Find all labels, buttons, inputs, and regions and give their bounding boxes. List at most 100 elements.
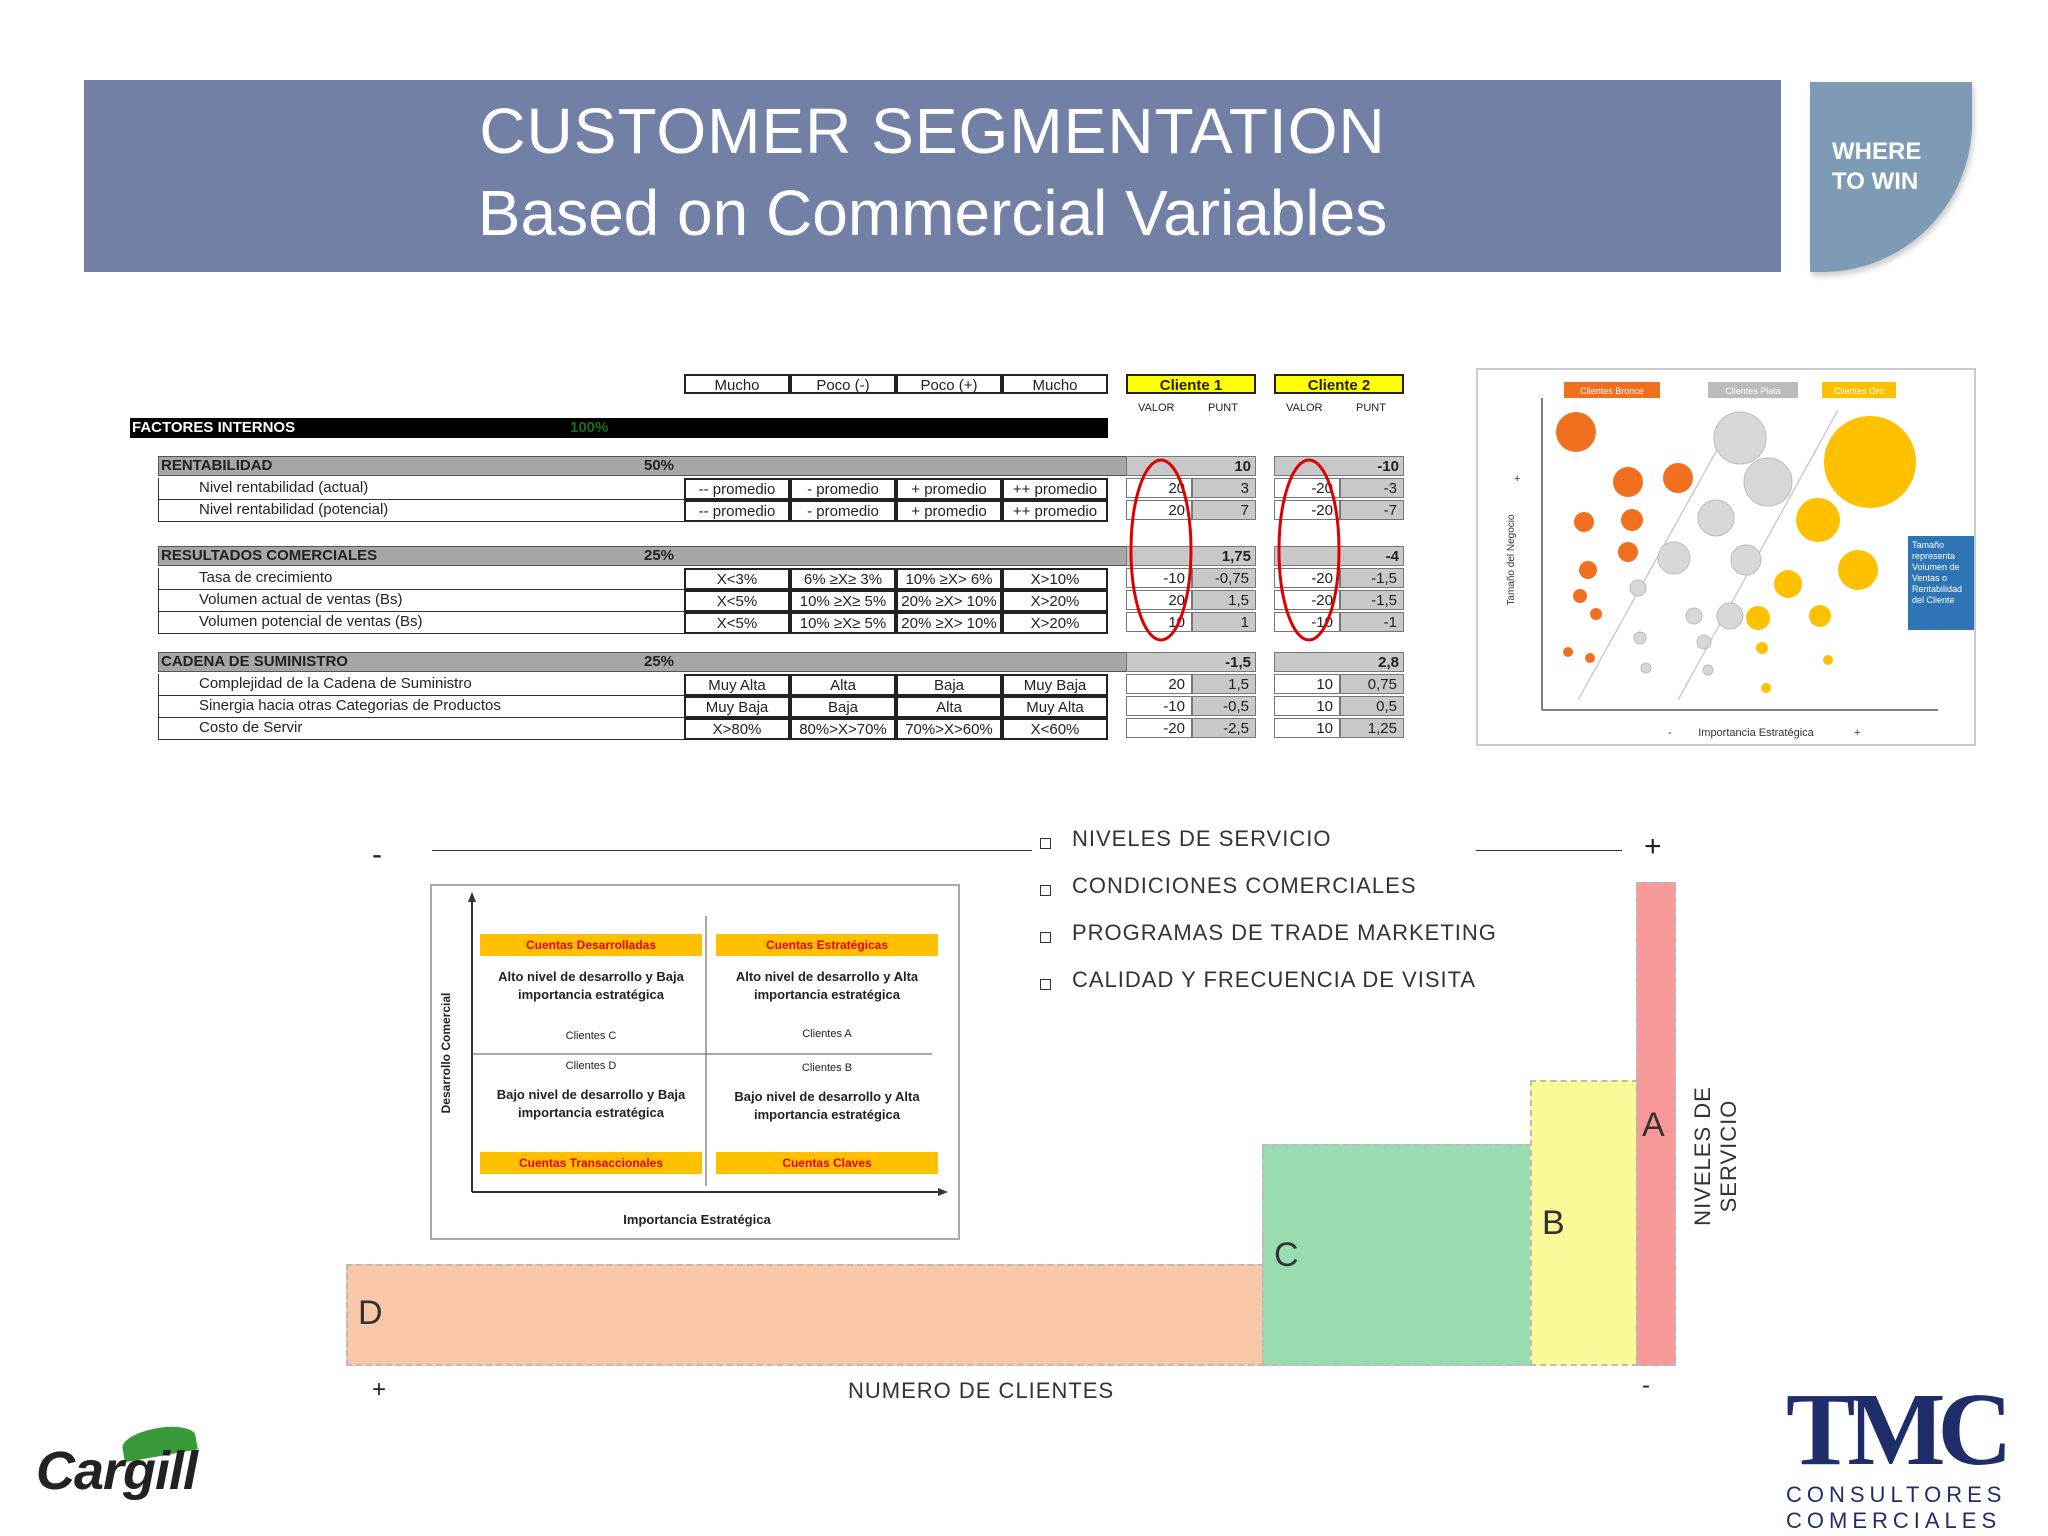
- section-weight: 50%: [644, 457, 675, 474]
- service-scale-line-left: [432, 850, 1032, 851]
- section-c1-total: -1,5: [1126, 652, 1256, 672]
- segmentation-matrix: Mucho Poco (-) Poco (+) Mucho Cliente 1 …: [128, 370, 1418, 750]
- section-weight: 25%: [644, 547, 675, 564]
- quadrant-title-transaccionales: Cuentas Transaccionales: [480, 1152, 702, 1174]
- section-c2-total: -10: [1274, 456, 1404, 476]
- quadrant-text-estrategicas: Alto nivel de desarrollo y Alta importan…: [735, 969, 919, 1002]
- client2-punt-header: PUNT: [1356, 402, 1386, 414]
- service-item-visita: CALIDAD Y FRECUENCIA DE VISITA: [1072, 967, 1477, 992]
- criterion-scale-cell: Muy Alta: [1002, 696, 1108, 718]
- section-header: RENTABILIDAD: [158, 456, 1158, 476]
- client1-punt-header: PUNT: [1208, 402, 1238, 414]
- criterion-scale-cell: 10% ≥X> 6%: [896, 568, 1002, 590]
- section-c1-total: 1,75: [1126, 546, 1256, 566]
- bubble-bronze: [1613, 467, 1643, 497]
- criterion-scale-cell: Baja: [790, 696, 896, 718]
- quadrant-client-a: Clientes A: [802, 1028, 852, 1040]
- criterion-label: Costo de Servir: [158, 718, 694, 740]
- criterion-scale-cell: 10% ≥X≥ 5%: [790, 612, 896, 634]
- c2-punt: 1,25: [1340, 718, 1404, 738]
- bubble-silver: [1629, 579, 1647, 597]
- criterion-label: Nivel rentabilidad (potencial): [158, 500, 694, 522]
- section-c2-total: 2,8: [1274, 652, 1404, 672]
- bubble-bronze: [1563, 647, 1573, 657]
- criterion-scale-cell: Alta: [790, 674, 896, 696]
- bubble-bronze: [1556, 412, 1596, 452]
- quadrant-text-desarrolladas: Alto nivel de desarrollo y Baja importan…: [498, 969, 684, 1002]
- service-scale-minus: -: [372, 838, 382, 871]
- section-c1-total: 10: [1126, 456, 1256, 476]
- c1-punt: -0,75: [1192, 568, 1256, 588]
- bubble-silver: [1640, 662, 1652, 674]
- legend-bronze: Clientes Bronce: [1580, 386, 1644, 396]
- c1-valor: 20: [1126, 674, 1192, 694]
- quadrant-diagram: Desarrollo Comercial Importancia Estraté…: [430, 884, 960, 1240]
- bubble-silver: [1713, 411, 1767, 465]
- service-item-niveles: NIVELES DE SERVICIO: [1072, 826, 1332, 851]
- c2-punt: -1,5: [1340, 568, 1404, 588]
- criterion-label: Tasa de crecimiento: [158, 568, 694, 590]
- c1-valor: -20: [1126, 718, 1192, 738]
- criterion-label: Sinergia hacia otras Categorias de Produ…: [158, 696, 694, 718]
- c1-punt: 1,5: [1192, 590, 1256, 610]
- bubble-bronze: [1621, 509, 1643, 531]
- tmc-logo-text: TMC: [1786, 1372, 2013, 1487]
- section-header: RESULTADOS COMERCIALES: [158, 546, 1158, 566]
- cargill-logo: Cargill: [36, 1421, 198, 1502]
- criterion-scale-cell: 70%>X>60%: [896, 718, 1002, 740]
- step-c-label: C: [1274, 1236, 1299, 1274]
- section-weight: 25%: [644, 653, 675, 670]
- quadrant-client-d: Clientes D: [565, 1060, 617, 1072]
- bubble-bronze: [1618, 542, 1638, 562]
- client1-valor-header: VALOR: [1138, 402, 1175, 414]
- bubble-gold: [1824, 416, 1916, 508]
- criterion-scale-cell: ++ promedio: [1002, 478, 1108, 500]
- c1-valor: 10: [1126, 612, 1192, 632]
- internal-factors-label: FACTORES INTERNOS: [132, 419, 296, 436]
- c1-valor: -10: [1126, 568, 1192, 588]
- bubbles: [1556, 411, 1916, 693]
- criterion-scale-cell: X<5%: [684, 590, 790, 612]
- tmc-logo: TMC CONSULTORES COMERCIALES: [1786, 1378, 2016, 1534]
- bubble-silver: [1730, 544, 1762, 576]
- criterion-scale-cell: Alta: [896, 696, 1002, 718]
- internal-factors-weight: 100%: [570, 419, 609, 436]
- c2-valor: -10: [1274, 612, 1340, 632]
- scale-header: Poco (-): [790, 374, 896, 394]
- c2-punt: -3: [1340, 478, 1404, 498]
- c2-punt: -1,5: [1340, 590, 1404, 610]
- c2-valor: 10: [1274, 696, 1340, 716]
- service-scale-plus: +: [1644, 830, 1662, 863]
- bubble-silver: [1696, 634, 1712, 650]
- c2-punt: 0,5: [1340, 696, 1404, 716]
- legend-bronze-swatch: [1564, 382, 1660, 398]
- c2-valor: -20: [1274, 568, 1340, 588]
- bubble-bronze: [1573, 589, 1587, 603]
- bubble-gold: [1809, 605, 1831, 627]
- client2-header: Cliente 2: [1274, 374, 1404, 394]
- criterion-scale-cell: + promedio: [896, 478, 1002, 500]
- bullet-icon: [1040, 885, 1051, 896]
- bubble-chart-svg: Clientes Bronce Clientes Plata Clientes …: [1506, 382, 1990, 739]
- tmc-line1: CONSULTORES: [1786, 1482, 2007, 1507]
- c1-punt: 1: [1192, 612, 1256, 632]
- bubble-silver: [1633, 631, 1647, 645]
- criterion-scale-cell: 20% ≥X> 10%: [896, 590, 1002, 612]
- bubble-silver: [1657, 541, 1691, 575]
- section-c2-total: -4: [1274, 546, 1404, 566]
- quadrant-text-transaccionales: Bajo nivel de desarrollo y Baja importan…: [496, 1087, 686, 1120]
- quadrant-title-claves: Cuentas Claves: [716, 1152, 938, 1174]
- bubble-bronze: [1579, 561, 1597, 579]
- bubble-bronze: [1574, 512, 1594, 532]
- c1-valor: 20: [1126, 478, 1192, 498]
- c1-valor: -10: [1126, 696, 1192, 716]
- c2-valor: 10: [1274, 718, 1340, 738]
- c2-punt: 0,75: [1340, 674, 1404, 694]
- step-a-label: A: [1642, 1106, 1665, 1144]
- criterion-label: Volumen potencial de ventas (Bs): [158, 612, 694, 634]
- quadrant-x-label: Importancia Estratégica: [623, 1212, 771, 1227]
- criterion-scale-cell: X<60%: [1002, 718, 1108, 740]
- criterion-scale-cell: + promedio: [896, 500, 1002, 522]
- bubble-silver: [1716, 602, 1744, 630]
- quadrant-y-label: Desarrollo Comercial: [439, 992, 453, 1114]
